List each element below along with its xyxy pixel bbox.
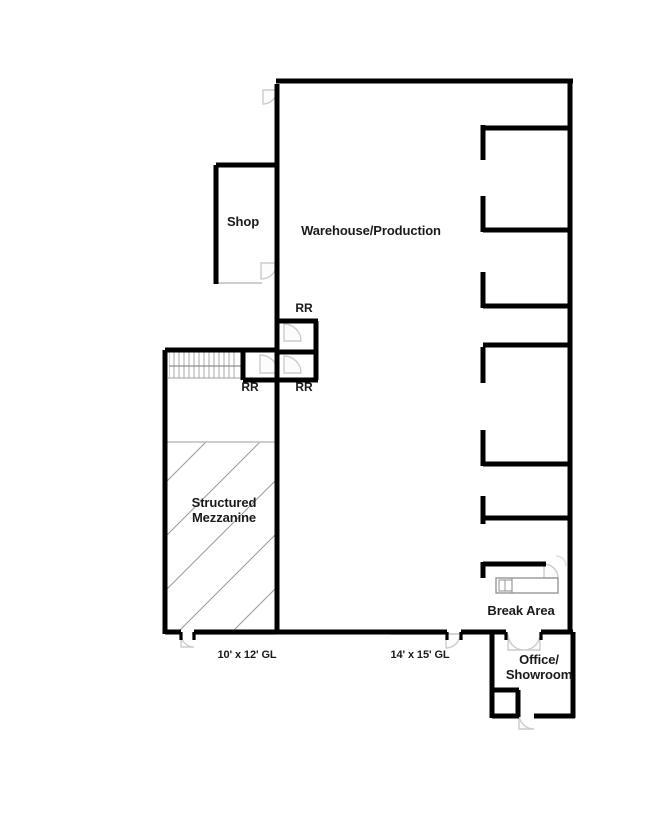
room-label-structured-mezzanine: Structured Mezzanine: [191, 495, 257, 525]
dimension-label-gl-14x15: 14' x 15' GL: [390, 649, 450, 661]
mezzanine-hatch: [165, 442, 276, 631]
room-label-shop: Shop: [226, 214, 260, 229]
structural-walls: [162, 78, 576, 719]
secondary-walls: [179, 632, 543, 640]
room-label-warehouse: Warehouse/Production: [301, 223, 441, 238]
mezzanine-stairs: [169, 352, 241, 378]
room-label-restroom-upper: RR: [295, 301, 313, 315]
dimension-label-gl-10x12: 10' x 12' GL: [217, 649, 277, 661]
room-label-office-showroom: Office/ Showroom: [505, 652, 573, 682]
room-label-restroom-lower-left: RR: [241, 380, 259, 394]
room-label-restroom-lower-right: RR: [295, 380, 313, 394]
break-area-counter: [495, 577, 559, 594]
room-label-break-area: Break Area: [487, 603, 555, 618]
